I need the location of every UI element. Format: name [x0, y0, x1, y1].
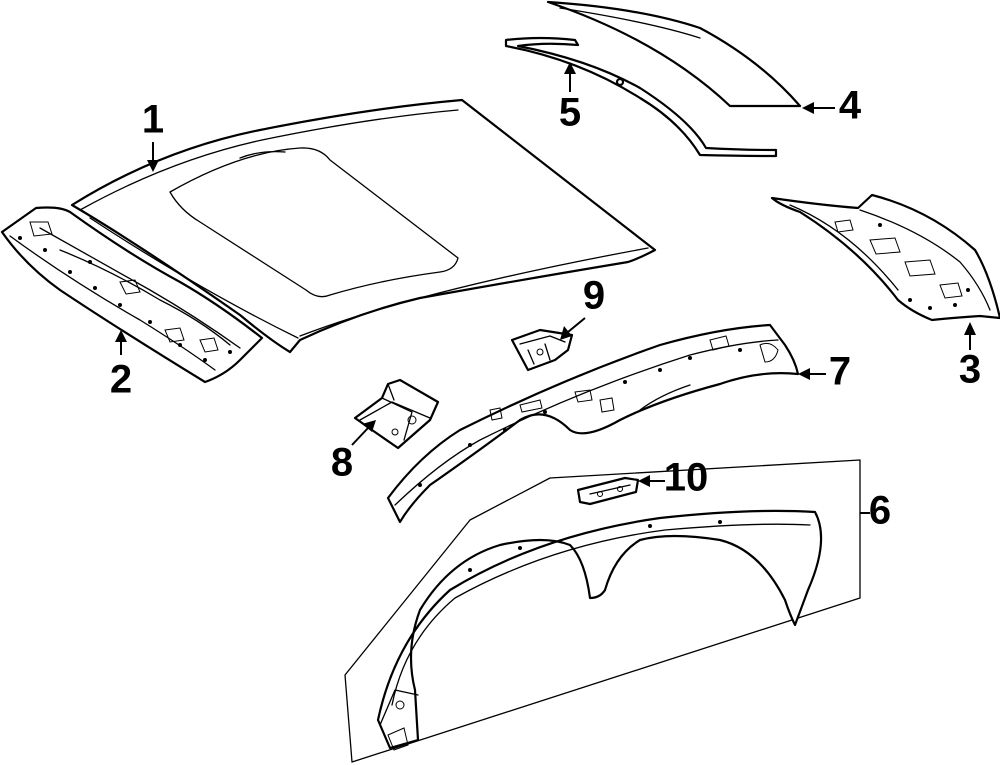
callout-labels: 1 2 3 4 5 6 7 8 9 10	[110, 84, 981, 533]
rear-window-molding	[504, 36, 778, 158]
callout-9: 9	[583, 274, 605, 318]
small-bracket-10	[576, 476, 640, 506]
callout-7: 7	[829, 350, 851, 394]
callout-6: 6	[869, 489, 891, 533]
callout-10: 10	[664, 456, 709, 500]
roof-bracket-9	[510, 328, 574, 372]
roof-bracket-8	[353, 378, 440, 450]
rear-window-glass	[546, 0, 802, 108]
body-side-inner-panel	[344, 459, 861, 763]
rear-roof-rail	[770, 193, 1000, 322]
callout-4: 4	[839, 84, 862, 128]
callout-5: 5	[559, 91, 581, 135]
callout-3: 3	[959, 348, 981, 392]
callout-8: 8	[331, 441, 353, 485]
callout-2: 2	[110, 358, 132, 402]
callout-1: 1	[142, 98, 164, 142]
roof-panel	[70, 98, 657, 354]
front-roof-header	[0, 206, 264, 384]
leader-lines	[115, 62, 976, 514]
roof-side-rail	[386, 323, 800, 524]
